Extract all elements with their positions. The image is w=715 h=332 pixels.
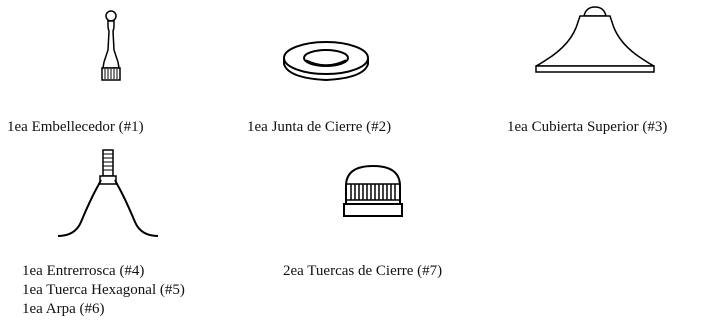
knurled-nut-icon xyxy=(340,162,406,224)
part-caption-tuercas-de-cierre: 2ea Tuercas de Cierre (#7) xyxy=(283,263,443,279)
finial-icon xyxy=(95,10,127,84)
washer-icon xyxy=(278,40,374,84)
part-caption-embellecedor: 1ea Embellecedor (#1) xyxy=(7,119,144,135)
part-caption-arpa: 1ea Arpa (#6) xyxy=(22,301,105,317)
part-caption-entrerrosca: 1ea Entrerrosca (#4) xyxy=(22,263,145,279)
part-caption-cubierta-superior: 1ea Cubierta Superior (#3) xyxy=(507,119,668,135)
part-caption-tuerca-hexagonal: 1ea Tuerca Hexagonal (#5) xyxy=(22,282,185,298)
part-caption-harp-group: 1ea Entrerrosca (#4) 1ea Tuerca Hexagona… xyxy=(22,262,185,319)
part-caption-junta-de-cierre: 1ea Junta de Cierre (#2) xyxy=(247,119,392,135)
harp-icon xyxy=(53,148,165,242)
top-cover-icon xyxy=(528,4,662,78)
